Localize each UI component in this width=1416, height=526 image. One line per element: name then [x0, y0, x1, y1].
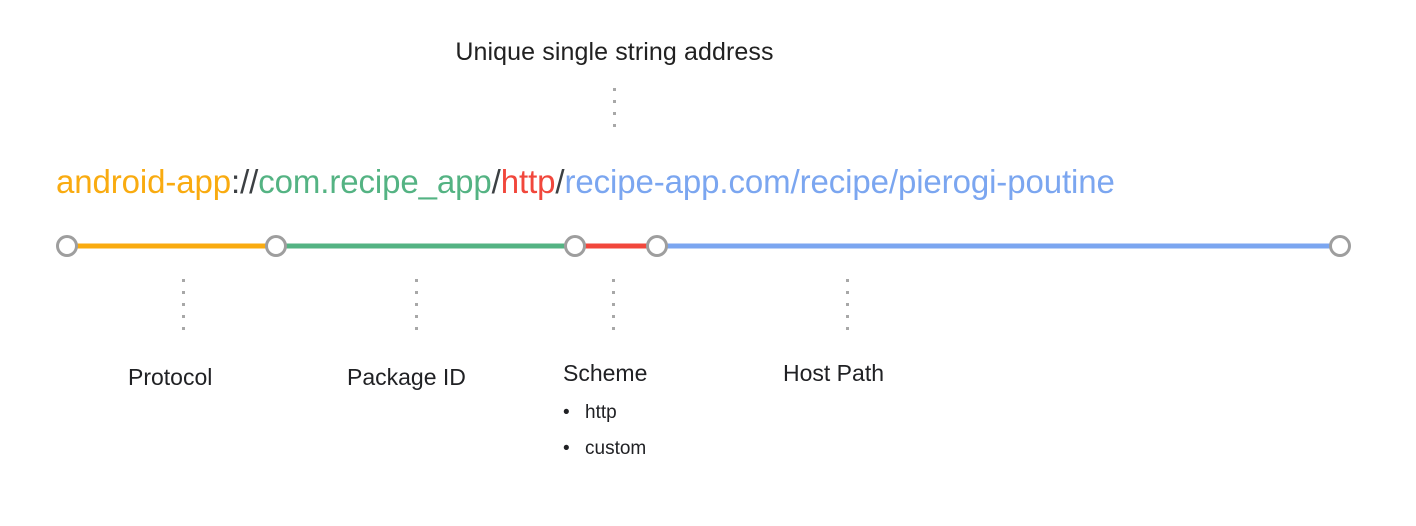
url-separator-2: /: [491, 163, 501, 200]
list-item: • http: [563, 402, 646, 438]
protocol-connector-dotted-line: [182, 279, 185, 337]
url-string: android-app://com.recipe_app/http/recipe…: [56, 160, 1115, 204]
page-title: Unique single string address: [455, 38, 774, 66]
node-end: [1329, 235, 1351, 257]
bullet-icon: •: [563, 438, 570, 459]
scheme-connector-dotted-line: [612, 279, 615, 337]
node-start: [56, 235, 78, 257]
host-path-connector-dotted-line: [846, 279, 849, 337]
list-item: • custom: [563, 438, 646, 474]
label-protocol: Protocol: [128, 364, 213, 390]
label-host-path: Host Path: [783, 360, 884, 386]
label-scheme: Scheme: [563, 360, 648, 386]
node-scheme-end: [646, 235, 668, 257]
url-part-protocol: android-app: [56, 163, 232, 200]
package-id-connector-dotted-line: [415, 279, 418, 337]
title-connector-dotted-line: [613, 88, 616, 134]
scheme-options-list: • http • custom: [563, 402, 646, 474]
label-package-id: Package ID: [347, 364, 466, 390]
scheme-option-label: http: [585, 402, 617, 423]
node-package-end: [564, 235, 586, 257]
node-protocol-end: [265, 235, 287, 257]
bullet-icon: •: [563, 402, 570, 423]
scheme-option-label: custom: [585, 438, 647, 459]
url-part-host-path: recipe-app.com/recipe/pierogi-poutine: [564, 163, 1115, 200]
url-part-scheme: http: [500, 163, 556, 200]
url-separator-3: /: [555, 163, 565, 200]
url-part-package-id: com.recipe_app: [258, 163, 492, 200]
url-separator-1: ://: [231, 163, 259, 200]
